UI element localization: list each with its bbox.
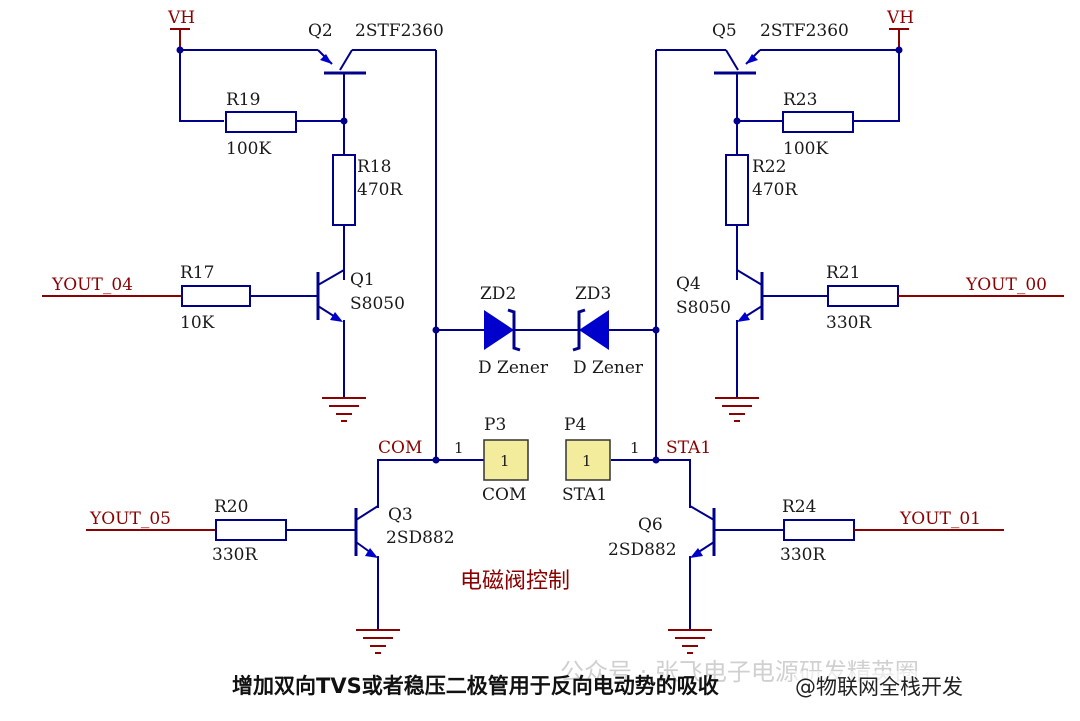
r22-value: 470R (752, 180, 798, 200)
r22-resistor (725, 154, 749, 226)
q5-part-label: 2STF2360 (760, 21, 849, 41)
r20-label: R20 (214, 497, 248, 517)
q2-part-label: 2STF2360 (355, 21, 444, 41)
figure-caption: 增加双向TVS或者稳压二极管用于反向电动势的吸收 (232, 674, 719, 698)
p3-label: P3 (484, 415, 506, 435)
r24-label: R24 (782, 497, 816, 517)
zd3-zener (572, 308, 609, 352)
r18-label: R18 (357, 157, 391, 177)
r19-value: 100K (226, 139, 271, 159)
r21-label: R21 (826, 263, 860, 283)
wire-vh-right-r23 (853, 50, 900, 122)
p4-net-label: STA1 (562, 485, 607, 505)
q5-transistor (656, 49, 761, 155)
r18-resistor (332, 154, 356, 226)
q2-transistor (317, 49, 436, 155)
q6-part-label: 2SD882 (608, 540, 677, 560)
q4-label: Q4 (676, 274, 701, 294)
yout05-net-label: YOUT_05 (89, 509, 171, 529)
yout00-net-label: YOUT_00 (965, 275, 1047, 295)
p3-pin-number: 1 (454, 439, 464, 457)
r17-label: R17 (180, 263, 214, 283)
r20-value: 330R (212, 545, 258, 565)
q3-label: Q3 (388, 505, 413, 525)
zd2-label: ZD2 (480, 284, 516, 304)
gnd-q1 (322, 397, 366, 422)
r17-resistor (181, 285, 251, 307)
q1-part-label: S8050 (350, 294, 405, 314)
q1-transistor (250, 269, 345, 398)
r21-value: 330R (826, 313, 872, 333)
gnd-q6 (668, 629, 712, 654)
yout04-net-label: YOUT_04 (51, 275, 133, 295)
zd3-part-label: D Zener (573, 358, 644, 378)
vh-right-label: VH (886, 8, 914, 28)
p4-pin-label: 1 (582, 452, 592, 470)
wire-sta1-q6 (656, 459, 691, 508)
r21-resistor (827, 285, 899, 307)
vh-left-label: VH (167, 8, 195, 28)
p3-connector (483, 439, 529, 481)
wire-com-q3 (377, 459, 436, 508)
q5-label: Q5 (712, 21, 737, 41)
sta1-net-label: STA1 (666, 438, 711, 458)
q1-label: Q1 (350, 270, 375, 290)
diagram-subtitle: 电磁阀控制 (460, 569, 570, 594)
q2-label: Q2 (308, 21, 333, 41)
r24-value: 330R (780, 545, 826, 565)
r23-resistor (782, 111, 854, 133)
r18-value: 470R (357, 180, 403, 200)
vh-right-power: VH (886, 8, 914, 50)
r19-label: R19 (226, 90, 260, 110)
q3-part-label: 2SD882 (386, 528, 455, 548)
r23-value: 100K (783, 139, 828, 159)
yout01-net-label: YOUT_01 (899, 509, 981, 529)
r20-resistor (215, 519, 287, 541)
zd3-label: ZD3 (575, 284, 611, 304)
r22-label: R22 (752, 157, 786, 177)
q6-transistor (689, 505, 784, 630)
vh-left-power: VH (167, 8, 195, 50)
q4-part-label: S8050 (676, 298, 731, 318)
r23-label: R23 (783, 90, 817, 110)
zd2-part-label: D Zener (478, 358, 549, 378)
gnd-q4 (715, 397, 759, 422)
watermark-account: @物联网全栈开发 (795, 671, 963, 701)
wire-vh-left-r19 (179, 50, 224, 122)
p3-pin-label: 1 (500, 452, 510, 470)
p4-pin-number: 1 (630, 439, 640, 457)
q6-label: Q6 (638, 515, 663, 535)
r19-resistor (225, 111, 297, 133)
gnd-q3 (356, 629, 400, 654)
q3-transistor (286, 505, 379, 630)
zd2-zener (484, 308, 521, 352)
p3-net-label: COM (482, 485, 526, 505)
com-net-label: COM (378, 438, 422, 458)
p4-label: P4 (564, 415, 586, 435)
r24-resistor (783, 519, 855, 541)
r17-value: 10K (180, 313, 215, 333)
p4-connector (565, 439, 611, 481)
q4-transistor (736, 269, 828, 398)
